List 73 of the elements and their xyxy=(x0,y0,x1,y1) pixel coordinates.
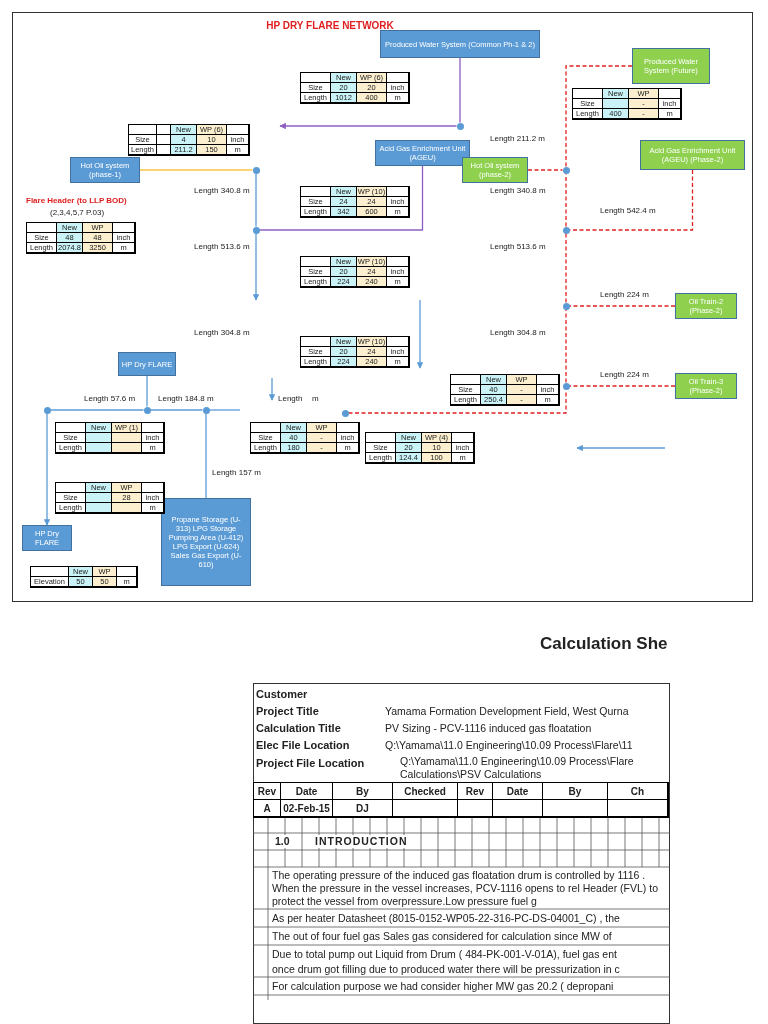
length-label: Length 340.8 m xyxy=(194,186,250,195)
pipe-line xyxy=(565,172,567,228)
length-label: Length 57.6 m xyxy=(84,394,136,403)
pipe-line xyxy=(252,232,260,301)
pipe-line xyxy=(279,122,458,130)
field-value: Yamama Formation Development Field, West Qurna xyxy=(385,705,629,718)
paragraph-text: For calculation purpose we had consider higher MW gas 20.2 ( depropani xyxy=(272,980,614,993)
length-label: Length 211.2 m xyxy=(490,134,545,143)
length-label: Length 224 m xyxy=(600,290,649,299)
pipe-line xyxy=(568,385,676,387)
table-cell: Date xyxy=(281,783,333,800)
junction-dot xyxy=(202,406,210,414)
junction-dot xyxy=(562,302,570,310)
length-label: m xyxy=(312,394,319,403)
section-number: 1.0 xyxy=(275,835,290,848)
junction-dot xyxy=(252,166,260,174)
pipe-line xyxy=(149,409,204,411)
field-value: Q:\Yamama\11.0 Engineering\10.09 Process\Flare\11 xyxy=(385,739,633,752)
junction-dot xyxy=(562,226,570,234)
junction-dot xyxy=(456,122,464,130)
paragraph-text: once drum got filling due to produced water there will be pressurization in c xyxy=(272,963,620,976)
pipe-line xyxy=(139,169,254,171)
note-text: (2,3,4,5,7 P.03) xyxy=(50,208,105,217)
field-label: Project Title xyxy=(256,705,319,718)
pipe-line xyxy=(258,165,424,231)
length-label: Length 157 m xyxy=(212,468,261,477)
pipe-line xyxy=(49,409,145,411)
note-text: Flare Header (to LLP BOD) xyxy=(26,196,127,205)
junction-dot xyxy=(562,382,570,390)
pipe-line xyxy=(459,57,461,124)
table-cell: DJ xyxy=(333,800,393,817)
junction-dot xyxy=(252,226,260,234)
pipe-line xyxy=(205,412,207,499)
paragraph-text: As per heater Datasheet (8015-0152-WP05-22-316-PC-DS-04001_C) , the xyxy=(272,912,620,925)
length-label: Length 224 m xyxy=(600,370,649,379)
length-label: Length 304.8 m xyxy=(194,328,250,337)
section-heading: INTRODUCTION xyxy=(315,835,408,848)
table-cell: Rev xyxy=(458,783,493,800)
diagram-title: HP DRY FLARE NETWORK xyxy=(265,20,395,32)
junction-dot xyxy=(43,406,51,414)
field-label: Calculation Title xyxy=(256,722,341,735)
table-cell: Rev xyxy=(254,783,281,800)
field-label: Customer xyxy=(256,688,308,701)
pipe-line xyxy=(527,169,564,171)
junction-dot xyxy=(562,166,570,174)
field-value: PV Sizing - PCV-1116 induced gas floatation xyxy=(385,722,592,735)
field-label: Elec File Location xyxy=(256,739,350,752)
length-label: Length 340.8 m xyxy=(490,186,546,195)
length-label: Length 542.4 m xyxy=(600,206,656,215)
table-cell: By xyxy=(333,783,393,800)
pipe-line xyxy=(565,65,633,168)
junction-dot xyxy=(341,409,349,417)
field-label: Project File Location xyxy=(256,757,365,770)
table-cell: Ch xyxy=(608,783,668,800)
pipe-line xyxy=(568,169,694,231)
pipe-line xyxy=(565,232,567,304)
pipe-line xyxy=(565,308,567,384)
length-label: Length 184.8 m xyxy=(158,394,214,403)
paragraph-text: Due to total pump out Liquid from Drum ( 484-PK-001-V-01A), fuel gas ent xyxy=(272,948,617,961)
pipe-line xyxy=(255,172,257,228)
pipe-line xyxy=(208,409,241,411)
paragraph-text: The out of four fuel gas Sales gas considered for calculation since MW of xyxy=(272,930,612,943)
pipe-line xyxy=(146,375,148,408)
length-label: Length 304.8 m xyxy=(490,328,546,337)
table-cell: Checked xyxy=(393,783,458,800)
table-cell: A xyxy=(254,800,281,817)
junction-dot xyxy=(143,406,151,414)
length-label: Length xyxy=(278,394,303,403)
pipe-line xyxy=(43,412,51,526)
pipe-line xyxy=(568,305,676,307)
table-cell: By xyxy=(543,783,608,800)
table-cell: Date xyxy=(493,783,543,800)
table-cell: 02-Feb-15 xyxy=(281,800,333,817)
